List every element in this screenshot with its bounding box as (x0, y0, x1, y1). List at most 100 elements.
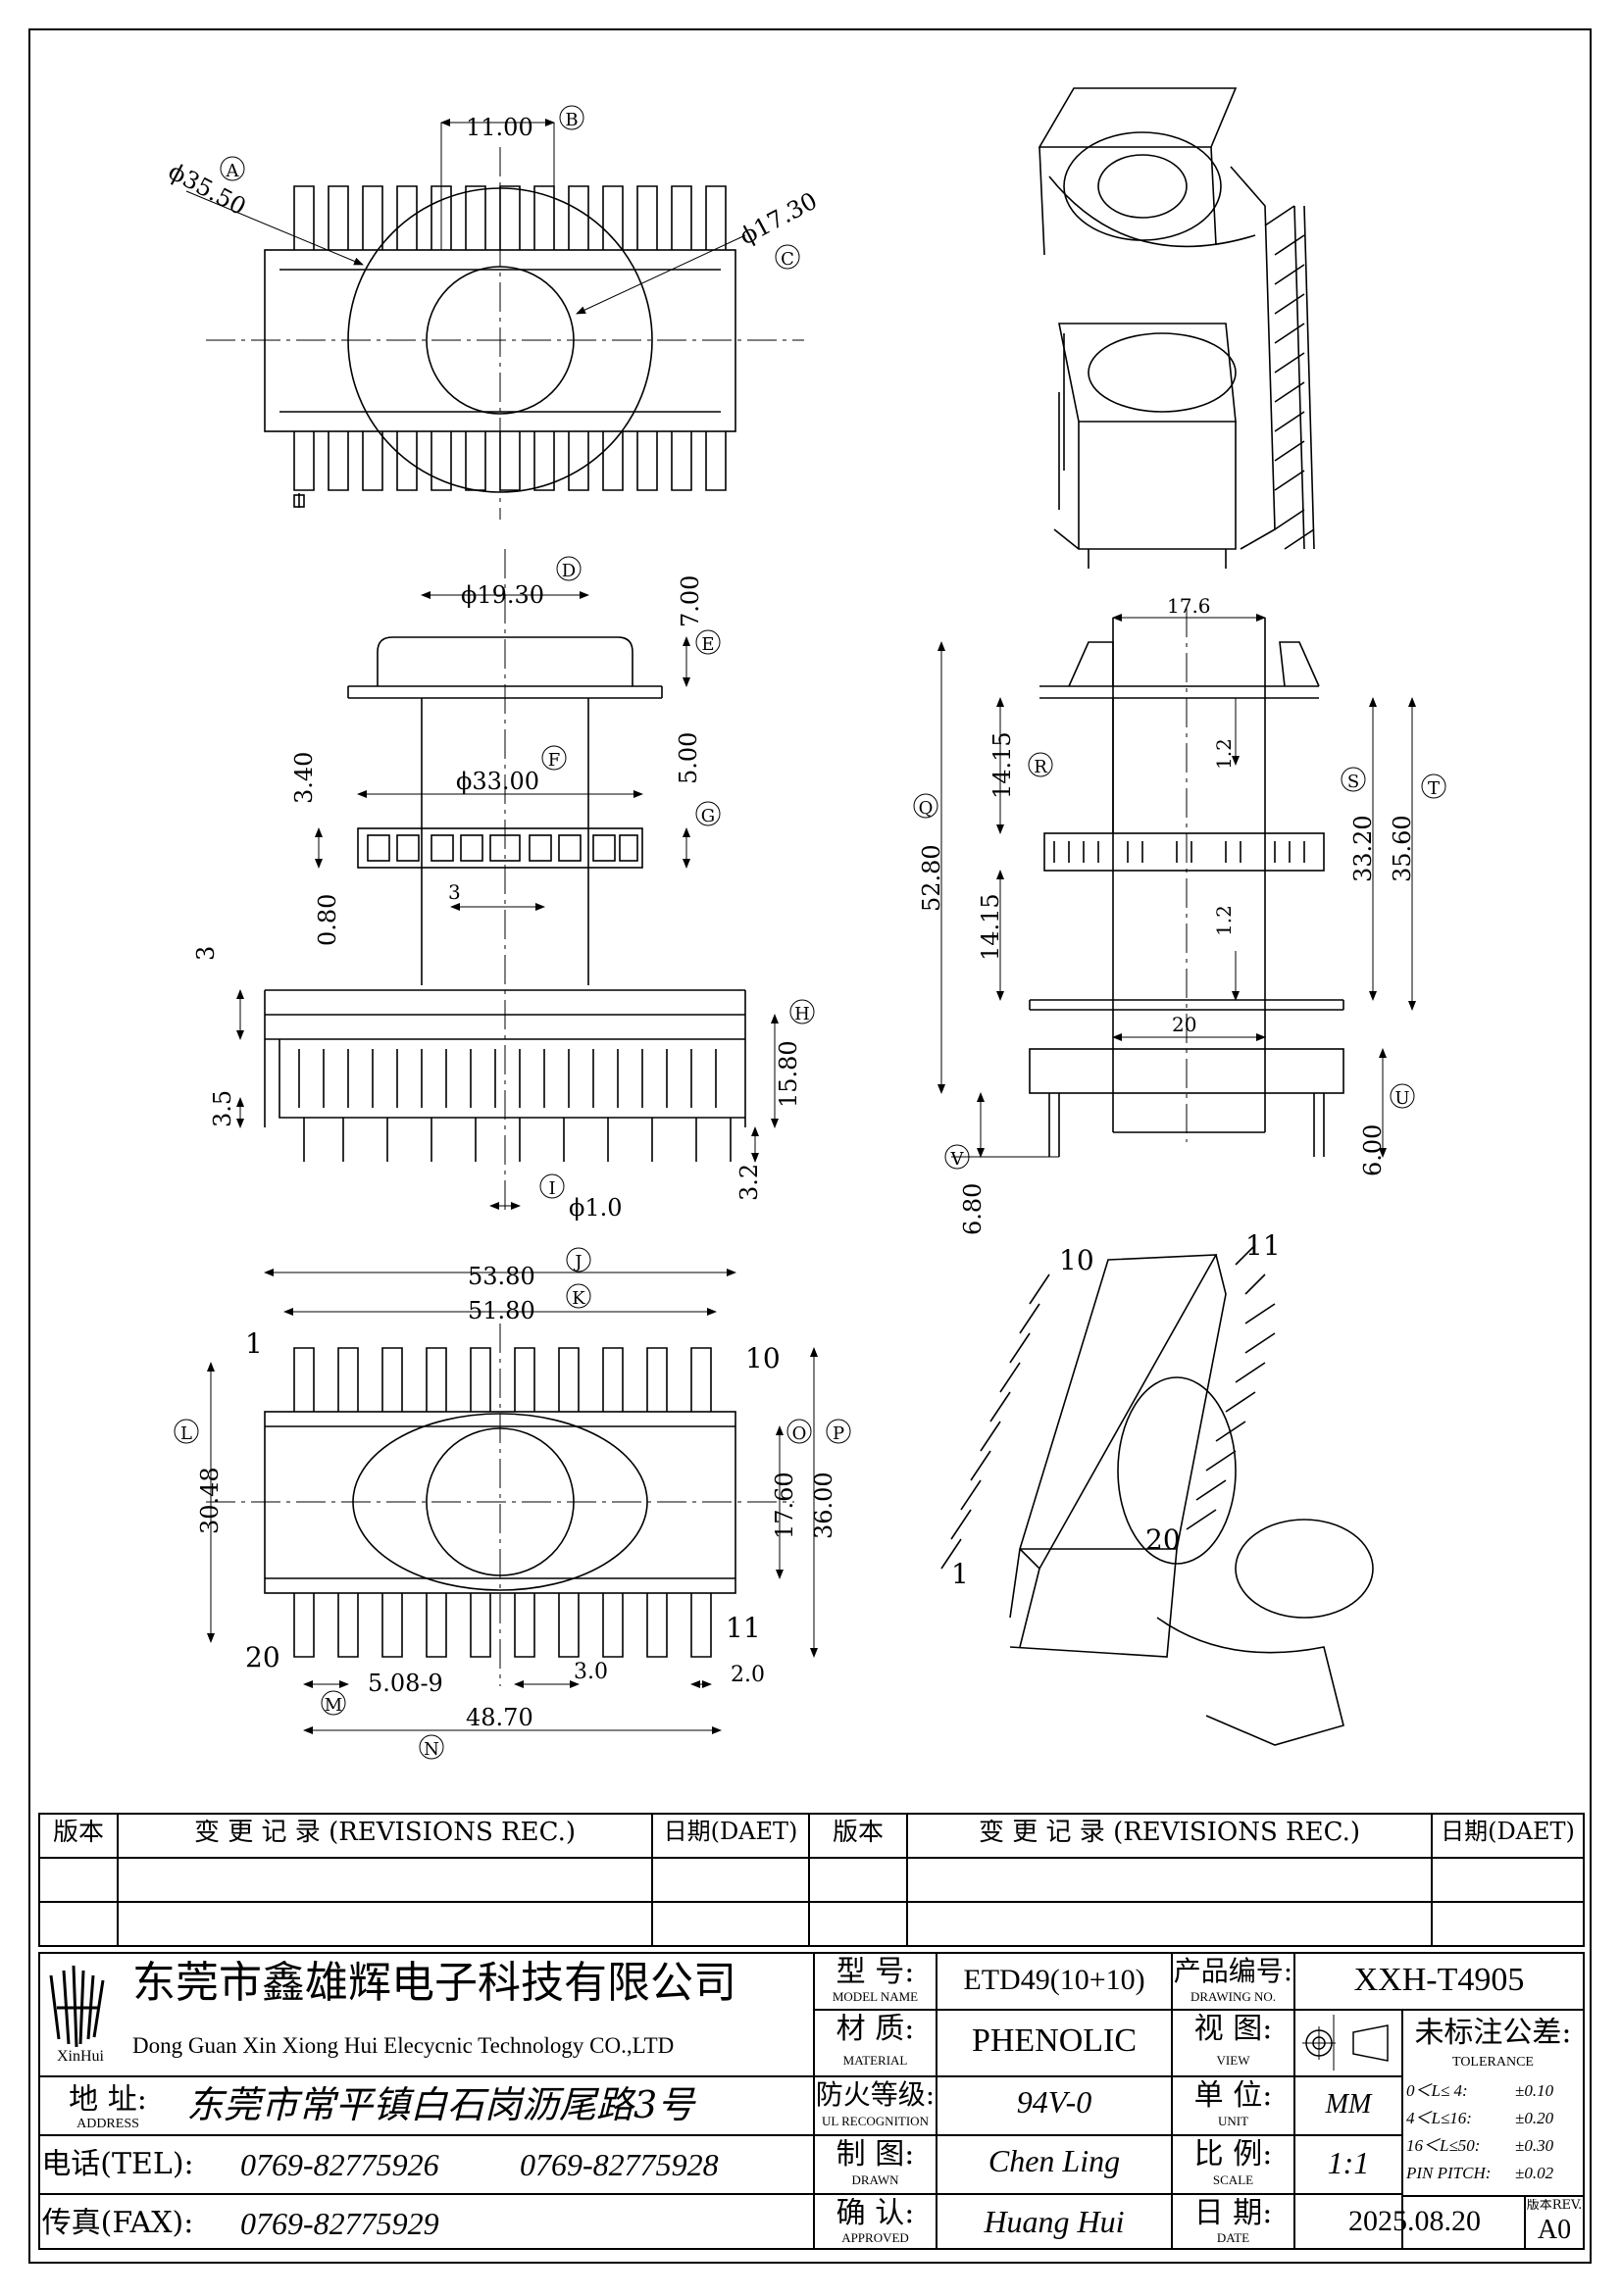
dim-6-00: 6.00 (1359, 1124, 1387, 1176)
sheet-border (28, 28, 1592, 2264)
company-logo (49, 1965, 105, 2048)
ul-value: 94V-0 (1016, 2086, 1092, 2120)
label-r: R (1034, 757, 1047, 777)
dim-dia-33-00: ϕ33.00 (456, 768, 539, 795)
tolerance-label-en: TOLERANCE (1452, 2056, 1534, 2070)
scale-label: 比 例: (1193, 2139, 1273, 2171)
dim-1-2-b: 1.2 (1212, 905, 1236, 936)
company-name-cn: 东莞市鑫雄辉电子科技有限公司 (132, 1961, 736, 2007)
tolerance-value-2: ±0.20 (1515, 2110, 1554, 2127)
tel-value-2: 0769-82775928 (520, 2149, 719, 2182)
dim-1-2-a: 1.2 (1212, 738, 1236, 770)
top-view (185, 105, 804, 520)
dim-11: 11.00 (466, 114, 533, 141)
rev-rec-col-header-right: 变 更 记 录 (REVISIONS REC.) (979, 1820, 1360, 1847)
label-l: L (180, 1423, 192, 1444)
drawn-value: Chen Ling (988, 2145, 1121, 2178)
tolerance-value-3: ±0.30 (1515, 2137, 1554, 2155)
pin-20-label: 20 (245, 1641, 280, 1673)
label-d: D (562, 561, 576, 581)
model-value: ETD49(10+10) (963, 1965, 1145, 1996)
date-label: 日 期: (1193, 2198, 1273, 2229)
label-e: E (701, 634, 714, 655)
label-t: T (1428, 778, 1440, 799)
drawing-no-label-en: DRAWING NO. (1190, 1990, 1277, 2004)
projection-symbol-icon (1302, 2024, 1389, 2062)
scale-label-en: SCALE (1212, 2173, 1254, 2187)
unit-value: MM (1325, 2090, 1372, 2120)
title-block-grid (38, 1952, 1585, 2250)
material-label-en: MATERIAL (842, 2054, 908, 2068)
label-k: K (572, 1288, 585, 1309)
label-o: O (792, 1423, 807, 1444)
dim-17-6: 17.6 (1167, 594, 1211, 618)
approved-value: Huang Hui (984, 2206, 1125, 2239)
scale-value: 1:1 (1327, 2147, 1370, 2180)
label-a: A (226, 161, 240, 181)
view-label: 视 图: (1193, 2014, 1273, 2045)
view-label-en: VIEW (1216, 2054, 1250, 2068)
tolerance-range-2: 4＜L≤16: (1406, 2110, 1472, 2127)
fax-label: 传真(FAX): (41, 2208, 194, 2239)
label-u: U (1394, 1088, 1409, 1109)
fax-value: 0769-82775929 (240, 2208, 439, 2241)
drawn-label: 制 图: (836, 2139, 915, 2171)
pin-11-label: 11 (726, 1612, 761, 1644)
model-label-en: MODEL NAME (832, 1990, 919, 2004)
dim-dia-19-30: ϕ19.30 (461, 581, 544, 609)
label-m: M (325, 1695, 342, 1716)
bottom-view (174, 1247, 851, 1760)
tolerance-label: 未标注公差: (1414, 2018, 1572, 2049)
dim-14-15-b: 14.15 (977, 893, 1004, 961)
rev-date-col-header-right: 日期(DAET) (1441, 1820, 1575, 1845)
rev-date-col-header-left: 日期(DAET) (663, 1820, 798, 1845)
front-view-labels: ϕ19.30 D 7.00 E ϕ33.00 F 5.00 G 3.40 0.8… (192, 561, 810, 1222)
label-c: C (781, 249, 794, 270)
material-label: 材 质: (836, 2014, 915, 2045)
dim-5-00: 5.00 (675, 732, 702, 784)
date-value: 2025.08.20 (1348, 2206, 1481, 2237)
label-j: J (573, 1252, 582, 1273)
label-h: H (794, 1004, 810, 1024)
label-p: P (833, 1423, 844, 1444)
dim-17-60: 17.60 (771, 1472, 798, 1539)
label-g: G (701, 806, 715, 826)
tel-value-1: 0769-82775926 (240, 2149, 439, 2182)
iso-pin-10-label: 10 (1059, 1244, 1094, 1276)
dim-36-00: 36.00 (810, 1472, 837, 1539)
dim-6-80: 6.80 (959, 1183, 987, 1235)
dim-52-80: 52.80 (918, 844, 945, 912)
ul-label-en: UL RECOGNITION (822, 2115, 929, 2128)
iso-view-bottom-labels: 10 11 1 20 (951, 1229, 1281, 1590)
dim-35-60: 35.60 (1389, 815, 1416, 882)
label-q: Q (919, 798, 934, 819)
dim-dia-1-0: ϕ1.0 (569, 1194, 623, 1222)
dim-3-5: 3.5 (209, 1090, 236, 1127)
dim-15-80: 15.80 (775, 1040, 802, 1108)
drawing-no-value: XXH-T4905 (1353, 1963, 1525, 1998)
label-n: N (424, 1739, 439, 1760)
ul-label: 防火等级: (815, 2080, 936, 2110)
dim-7-00: 7.00 (677, 575, 704, 627)
rev-label: 版本REV. (1526, 2199, 1583, 2213)
dim-20: 20 (1172, 1013, 1196, 1036)
address-label: 地 址: (69, 2084, 147, 2116)
unit-label-en: UNIT (1217, 2115, 1249, 2128)
tolerance-range-4: PIN PITCH: (1406, 2165, 1492, 2182)
dim-0-80: 0.80 (314, 894, 341, 946)
approved-label: 确 认: (836, 2198, 915, 2229)
dim-2-0: 2.0 (731, 1663, 765, 1687)
side-view-labels: 17.6 14.15 R 1.2 52.80 Q 33.20 S 35.60 T… (918, 594, 1440, 1235)
rev-rec-col-header-left: 变 更 记 录 (REVISIONS REC.) (194, 1820, 576, 1847)
front-view (236, 549, 815, 1216)
drawing-no-label: 产品编号: (1173, 1957, 1293, 1986)
drawn-label-en: DRAWN (851, 2173, 899, 2187)
date-label-en: DATE (1216, 2231, 1250, 2245)
label-v: V (950, 1149, 965, 1170)
material-value: PHENOLIC (971, 2023, 1138, 2059)
label-b: B (565, 110, 578, 130)
rev-col-header-left: 版本 (52, 1820, 104, 1847)
dim-48-70: 48.70 (466, 1704, 533, 1731)
dim-3-b: 3 (192, 946, 220, 961)
dim-3-a: 3 (448, 880, 461, 904)
